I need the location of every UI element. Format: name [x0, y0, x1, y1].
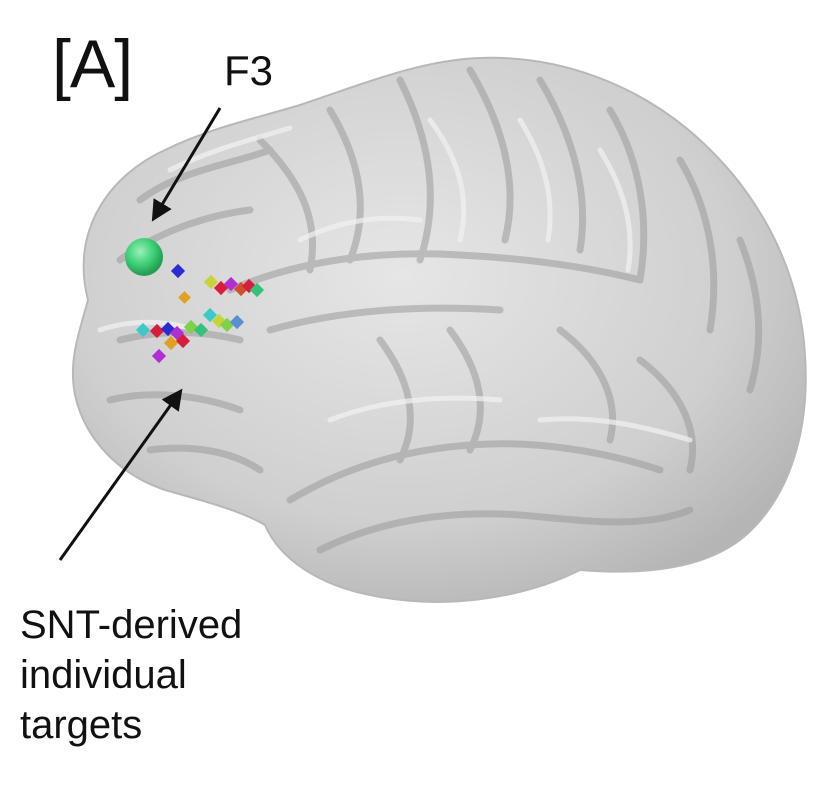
- target-marker: [175, 333, 191, 349]
- targets-arrow: [58, 388, 183, 561]
- target-marker: [249, 282, 265, 298]
- target-marker: [170, 263, 186, 279]
- target-marker: [135, 322, 151, 338]
- targets-label-line: individual: [20, 653, 187, 697]
- target-marker: [149, 323, 165, 339]
- target-marker: [193, 322, 209, 338]
- target-marker: [203, 274, 219, 290]
- panel-label: [A]: [52, 26, 133, 102]
- f3-arrow: [151, 107, 222, 222]
- target-marker: [163, 335, 179, 351]
- targets-label: SNT-derived individual targets: [20, 600, 242, 750]
- target-marker: [178, 291, 191, 304]
- targets-label-line: targets: [20, 703, 143, 747]
- target-marker: [151, 348, 167, 364]
- targets-label-line: SNT-derived: [20, 603, 243, 647]
- brain-sulci: [106, 66, 763, 554]
- target-marker: [223, 276, 239, 292]
- target-markers: [135, 263, 265, 364]
- brain-highlights: [97, 117, 693, 443]
- f3-marker: [125, 238, 163, 276]
- f3-label: F3: [224, 47, 274, 94]
- target-marker: [202, 307, 218, 323]
- target-marker: [229, 314, 245, 330]
